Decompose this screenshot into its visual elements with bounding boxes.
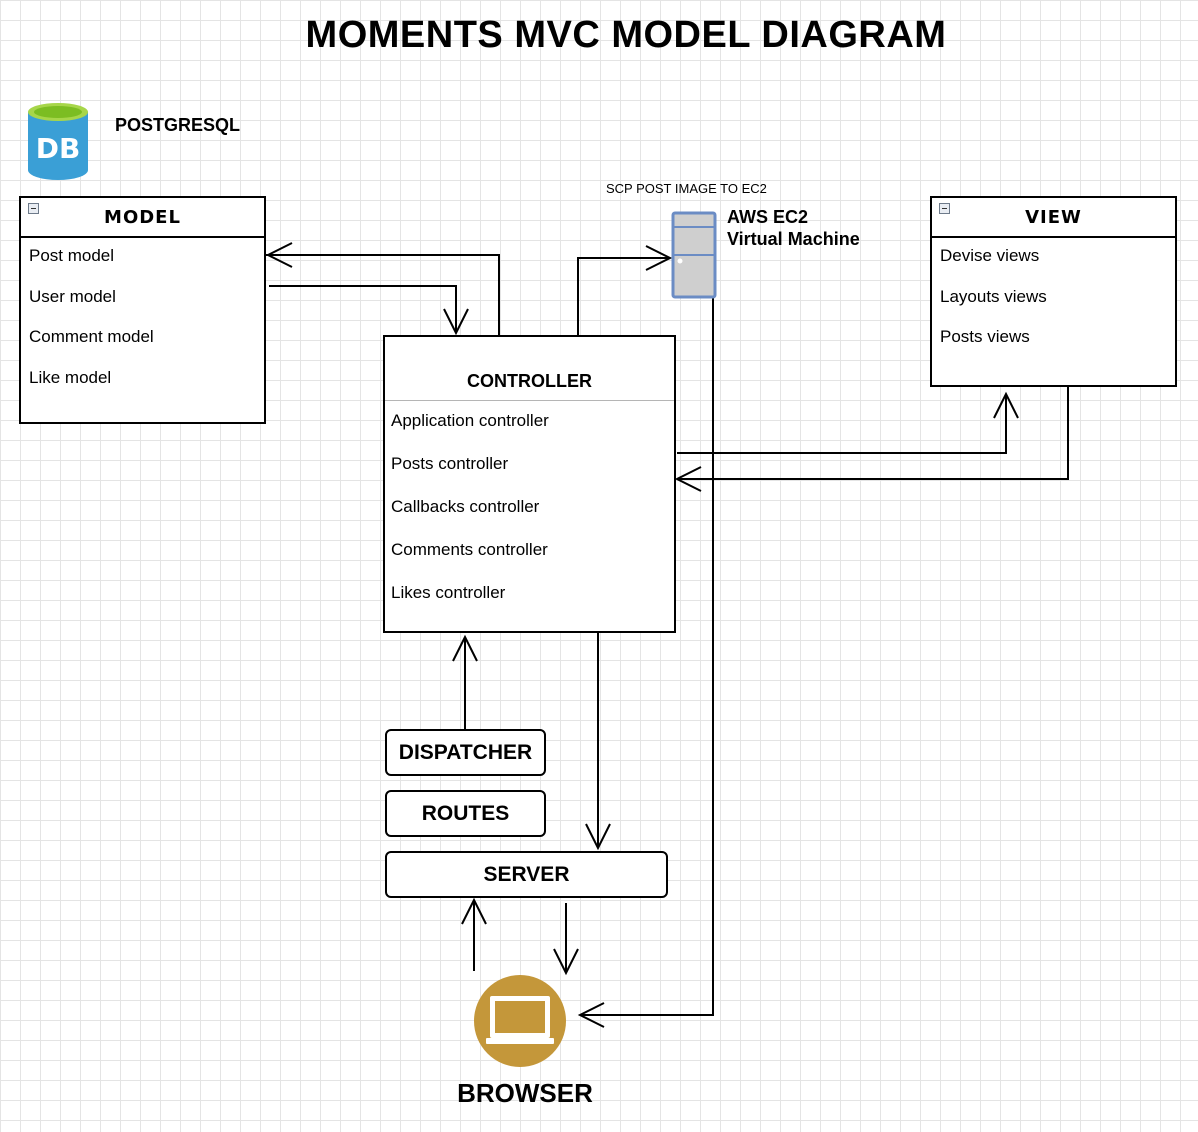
- server-icon[interactable]: [671, 211, 717, 299]
- collapse-icon[interactable]: [28, 203, 39, 214]
- database-icon-text: DB: [36, 132, 81, 165]
- server-box[interactable]: SERVER: [385, 851, 668, 898]
- view-item: Posts views: [940, 327, 1030, 346]
- view-to-controller-arrow: [677, 387, 1069, 480]
- controller-to-model-arrow: [266, 254, 500, 336]
- arrowhead: [577, 1002, 605, 1028]
- ec2-to-browser-arrow: [580, 298, 714, 1016]
- model-item: Post model: [29, 246, 115, 265]
- arrowhead: [452, 634, 478, 662]
- browser-label: BROWSER: [457, 1078, 593, 1108]
- view-header: VIEW: [932, 198, 1175, 238]
- diagram-title: MOMENTS MVC MODEL DIAGRAM: [305, 14, 947, 56]
- model-header: MODEL: [21, 198, 264, 238]
- view-item: Layouts views: [940, 286, 1047, 306]
- arrowhead: [461, 897, 487, 925]
- controller-item: Posts controller: [391, 454, 509, 473]
- arrowhead: [993, 391, 1019, 419]
- model-item: Comment model: [29, 327, 154, 346]
- browser-icon[interactable]: [473, 974, 567, 1068]
- arrowhead: [265, 242, 293, 268]
- view-header-label: VIEW: [1025, 206, 1082, 228]
- dispatcher-box[interactable]: DISPATCHER: [385, 729, 546, 776]
- model-header-label: MODEL: [104, 206, 181, 228]
- model-item: User model: [29, 286, 116, 306]
- controller-item: Likes controller: [391, 583, 506, 602]
- arrowhead: [674, 466, 702, 492]
- controller-to-ec2-arrow: [577, 257, 670, 336]
- controller-box[interactable]: CONTROLLER Application controller Posts …: [383, 335, 676, 633]
- model-to-controller-arrow: [269, 285, 457, 333]
- controller-to-view-arrow: [677, 394, 1007, 454]
- view-box[interactable]: VIEW Devise views Layouts views Posts vi…: [930, 196, 1177, 387]
- database-label: POSTGRESQL: [115, 115, 241, 135]
- arrowhead: [645, 245, 673, 271]
- view-item: Devise views: [940, 246, 1040, 265]
- database-icon: DB: [28, 103, 88, 180]
- model-item: Like model: [29, 367, 112, 387]
- routes-box[interactable]: ROUTES: [385, 790, 546, 837]
- controller-item: Comments controller: [391, 540, 548, 559]
- controller-header: CONTROLLER: [385, 337, 674, 401]
- arrowhead: [553, 948, 579, 976]
- ec2-subtitle: Virtual Machine: [727, 229, 860, 249]
- model-box[interactable]: MODEL Post model User model Comment mode…: [19, 196, 266, 424]
- arrowhead: [443, 308, 469, 336]
- ec2-note: SCP POST IMAGE TO EC2: [606, 181, 767, 196]
- ec2-title: AWS EC2: [727, 207, 809, 227]
- arrowhead: [585, 823, 611, 851]
- controller-item: Callbacks controller: [391, 497, 540, 516]
- controller-item: Application controller: [391, 411, 549, 430]
- collapse-icon[interactable]: [939, 203, 950, 214]
